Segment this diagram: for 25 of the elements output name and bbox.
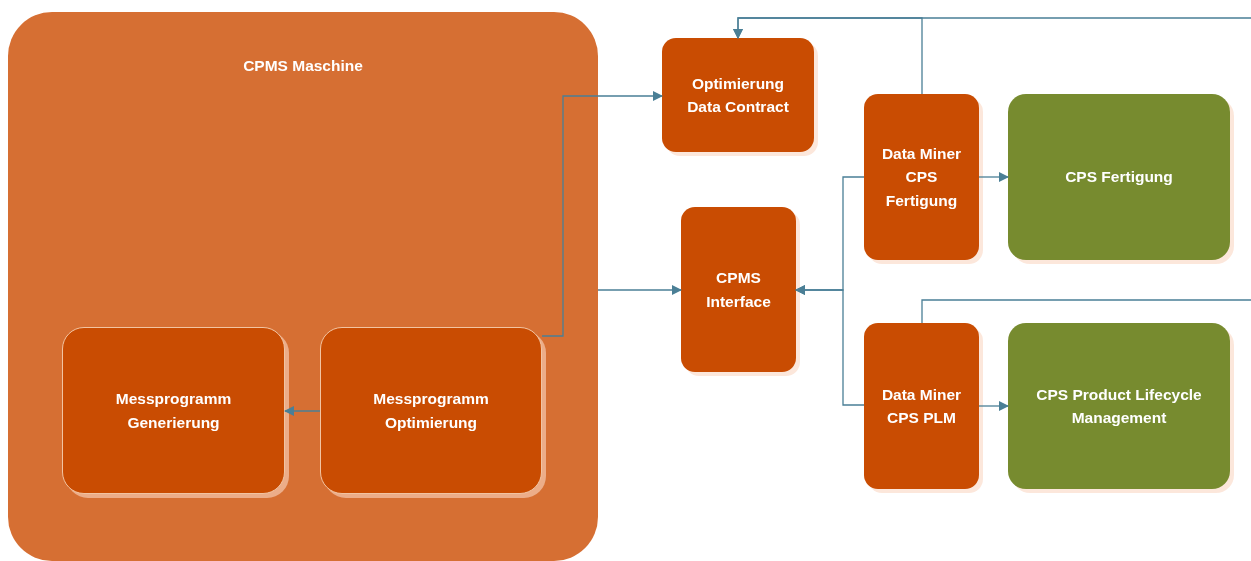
system-box <box>1008 323 1230 489</box>
process-box <box>864 323 979 489</box>
process-box <box>662 38 814 152</box>
box-label: Messprogramm Generierung <box>114 389 233 433</box>
box-label: CPS Product Lifecycle Management <box>1035 384 1203 428</box>
connector-arrow <box>978 172 1009 182</box>
connector-arrow <box>733 17 1251 39</box>
container-box <box>8 12 598 561</box>
connector-arrow <box>597 285 682 295</box>
process-box <box>681 207 796 372</box>
connector-arrow <box>978 401 1009 411</box>
box-label: CPMS Maschine <box>242 56 364 76</box>
process-box <box>320 327 542 494</box>
connector-arrow <box>541 91 663 337</box>
box-label: CPS Fertigung <box>1064 167 1174 188</box>
process-box <box>864 94 979 260</box>
connector-arrow <box>284 406 321 416</box>
box-label: Data Miner CPS Fertigung <box>880 144 963 211</box>
connector-arrow <box>795 285 865 406</box>
box-label: CPMS Interface <box>705 268 772 312</box>
system-box <box>1008 94 1230 260</box>
box-label: Messprogramm Optimierung <box>372 389 490 433</box>
box-label: Data Miner CPS PLM <box>880 384 963 428</box>
process-box <box>62 327 285 494</box>
box-label: Optimierung Data Contract <box>686 73 790 117</box>
